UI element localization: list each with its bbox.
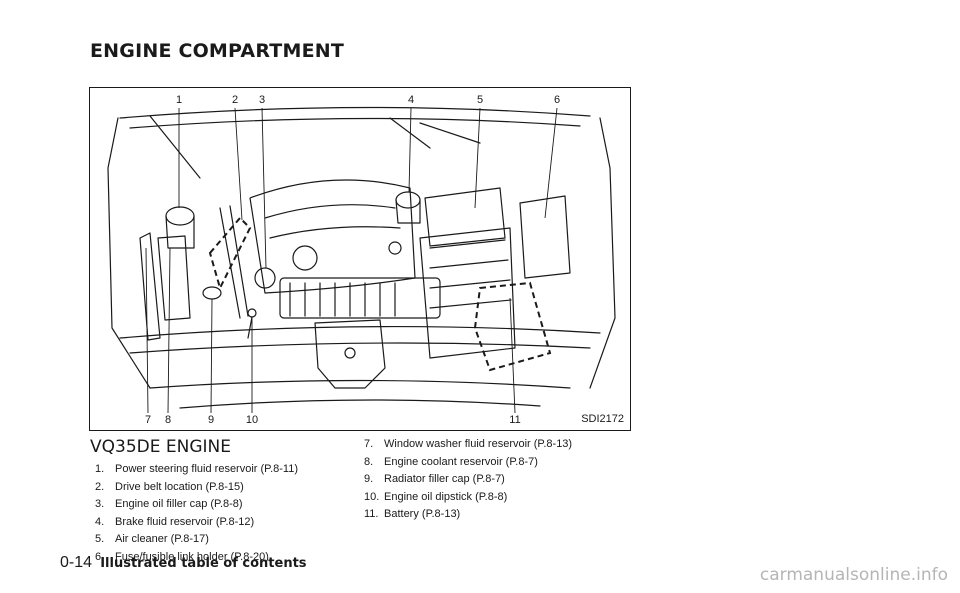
legend-item: 1. Power steering fluid reservoir (P.8-11… xyxy=(95,461,298,479)
callout-10: 10 xyxy=(245,414,259,426)
engine-title: VQ35DE ENGINE xyxy=(90,437,231,457)
legend-text: Drive belt location (P.8-15) xyxy=(115,480,244,493)
legend-list-right: 7. Window washer fluid reservoir (P.8-13)… xyxy=(364,436,572,524)
legend-num: 11. xyxy=(364,508,379,520)
figure-code: SDI2172 xyxy=(581,413,624,425)
callout-11: 11 xyxy=(509,414,521,426)
legend-text: Engine oil dipstick (P.8-8) xyxy=(384,490,508,503)
legend-item: 3. Engine oil filler cap (P.8-8) xyxy=(95,496,298,514)
callout-4: 4 xyxy=(407,94,415,106)
callout-7: 7 xyxy=(144,414,152,426)
legend-item: 4. Brake fluid reservoir (P.8-12) xyxy=(95,514,298,532)
legend-text: Engine oil filler cap (P.8-8) xyxy=(115,498,243,510)
page-number: 0-14 xyxy=(60,554,93,571)
legend-num: 2. xyxy=(95,480,105,493)
callout-6: 6 xyxy=(553,94,561,106)
page-footer: 0-14 Illustrated table of contents xyxy=(60,554,307,572)
callout-1: 1 xyxy=(175,94,183,106)
legend-num: 8. xyxy=(364,455,374,468)
footer-title: Illustrated table of contents xyxy=(100,556,307,571)
legend-text: Power steering fluid reservoir (P.8-11) xyxy=(115,463,299,475)
legend-text: Fuse/fusible link holder (P.8-20) xyxy=(115,550,269,563)
legend-num: 6. xyxy=(95,550,105,563)
legend-num: 4. xyxy=(95,515,105,528)
legend-text: Brake fluid reservoir (P.8-12) xyxy=(115,515,255,528)
legend-text: Battery (P.8-13) xyxy=(384,508,461,520)
legend-text: Engine coolant reservoir (P.8-7) xyxy=(384,455,538,468)
legend-num: 5. xyxy=(95,533,105,545)
legend-num: 10. xyxy=(364,490,380,503)
legend-num: 1. xyxy=(95,463,105,475)
legend-num: 7. xyxy=(364,438,374,450)
callout-2: 2 xyxy=(231,94,239,106)
watermark: carmanualsonline.info xyxy=(759,565,948,585)
legend-item: 9. Radiator filler cap (P.8-7) xyxy=(364,471,572,489)
legend-item: 10. Engine oil dipstick (P.8-8) xyxy=(364,489,572,507)
legend-text: Window washer fluid reservoir (P.8-13) xyxy=(384,438,573,450)
legend-item: 7. Window washer fluid reservoir (P.8-13) xyxy=(364,436,572,454)
callout-3: 3 xyxy=(258,94,266,106)
callout-8: 8 xyxy=(164,414,172,426)
callout-5: 5 xyxy=(476,94,484,106)
engine-illustration xyxy=(107,106,616,414)
legend-num: 9. xyxy=(364,473,374,485)
legend-item: 8. Engine coolant reservoir (P.8-7) xyxy=(364,454,572,472)
legend-item: 2. Drive belt location (P.8-15) xyxy=(95,479,298,497)
legend-text: Radiator filler cap (P.8-7) xyxy=(384,473,505,485)
callout-9: 9 xyxy=(207,414,215,426)
legend-num: 3. xyxy=(95,498,105,510)
legend-item: 11. Battery (P.8-13) xyxy=(364,506,572,524)
legend-text: Air cleaner (P.8-17) xyxy=(115,533,209,545)
section-title: ENGINE COMPARTMENT xyxy=(90,40,345,62)
legend-item: 5. Air cleaner (P.8-17) xyxy=(95,531,298,549)
engine-compartment-figure: 1 2 3 4 5 6 7 8 9 10 11 SDI2172 xyxy=(89,87,631,431)
legend-list-left: 1. Power steering fluid reservoir (P.8-11… xyxy=(95,461,298,566)
legend-item: 6. Fuse/fusible link holder (P.8-20) xyxy=(95,549,298,567)
